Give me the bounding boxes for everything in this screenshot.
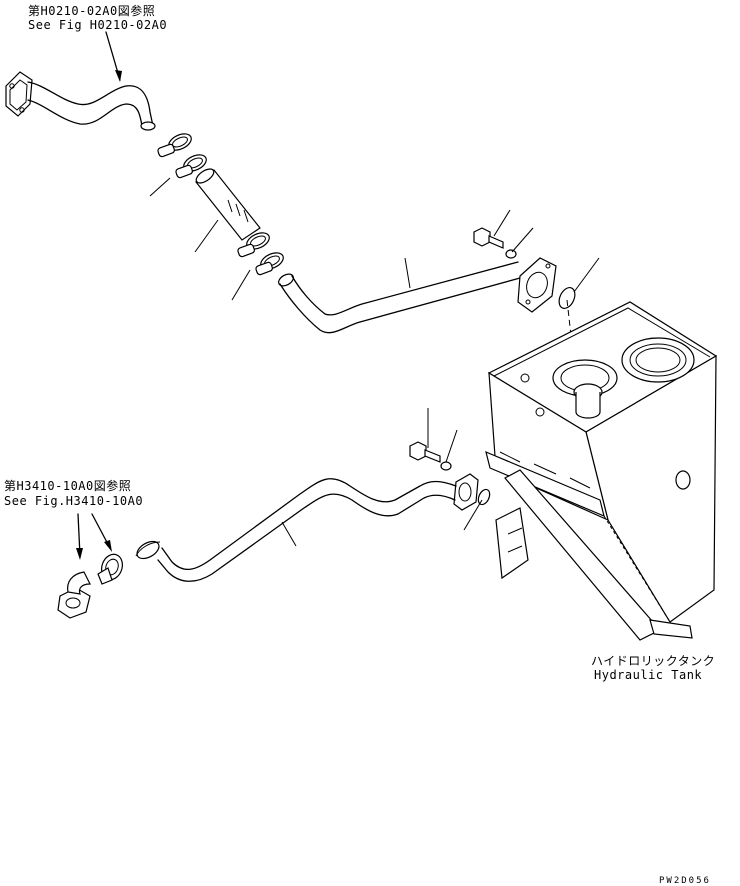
upper-leader-lines xyxy=(149,177,600,301)
hydraulic-tank-label-en: Hydraulic Tank xyxy=(594,668,703,682)
lower-suction-tube xyxy=(135,478,457,582)
upper-tank-flange xyxy=(517,257,557,313)
hydraulic-tank xyxy=(485,301,718,641)
lower-bolt xyxy=(409,441,441,463)
hose-clamp-upper-2 xyxy=(175,154,207,179)
lower-washer xyxy=(440,461,452,471)
lower-tank-flange xyxy=(453,473,479,511)
lower-elbow-flange xyxy=(57,571,91,619)
lower-reference-en: See Fig.H3410-10A0 xyxy=(4,494,144,508)
hose xyxy=(195,168,261,241)
lower-clamp xyxy=(97,553,123,585)
drawing-code: PW2D056 xyxy=(659,876,711,886)
upper-reference-jp: 第H0210-02A0図参照 xyxy=(28,4,156,18)
lower-o-ring xyxy=(477,488,491,506)
hose-clamp-lower-2 xyxy=(255,252,284,276)
upper-tube xyxy=(27,81,156,131)
lower-reference-arrows xyxy=(76,513,112,560)
lower-leader-lines xyxy=(281,408,483,547)
hose-clamp-lower-1 xyxy=(237,232,270,258)
lower-reference-jp: 第H3410-10A0図参照 xyxy=(4,479,132,493)
hydraulic-tank-label-jp: ハイドロリックタンク xyxy=(591,654,716,668)
upper-o-ring xyxy=(558,287,576,309)
upper-reference-arrow xyxy=(105,31,122,82)
upper-flange xyxy=(5,71,33,117)
hose-clamp-upper-1 xyxy=(157,133,192,158)
upper-reference-en: See Fig H0210-02A0 xyxy=(28,18,168,32)
upper-washer xyxy=(505,249,517,259)
upper-bolt xyxy=(473,227,504,249)
upper-return-tube xyxy=(278,261,521,334)
